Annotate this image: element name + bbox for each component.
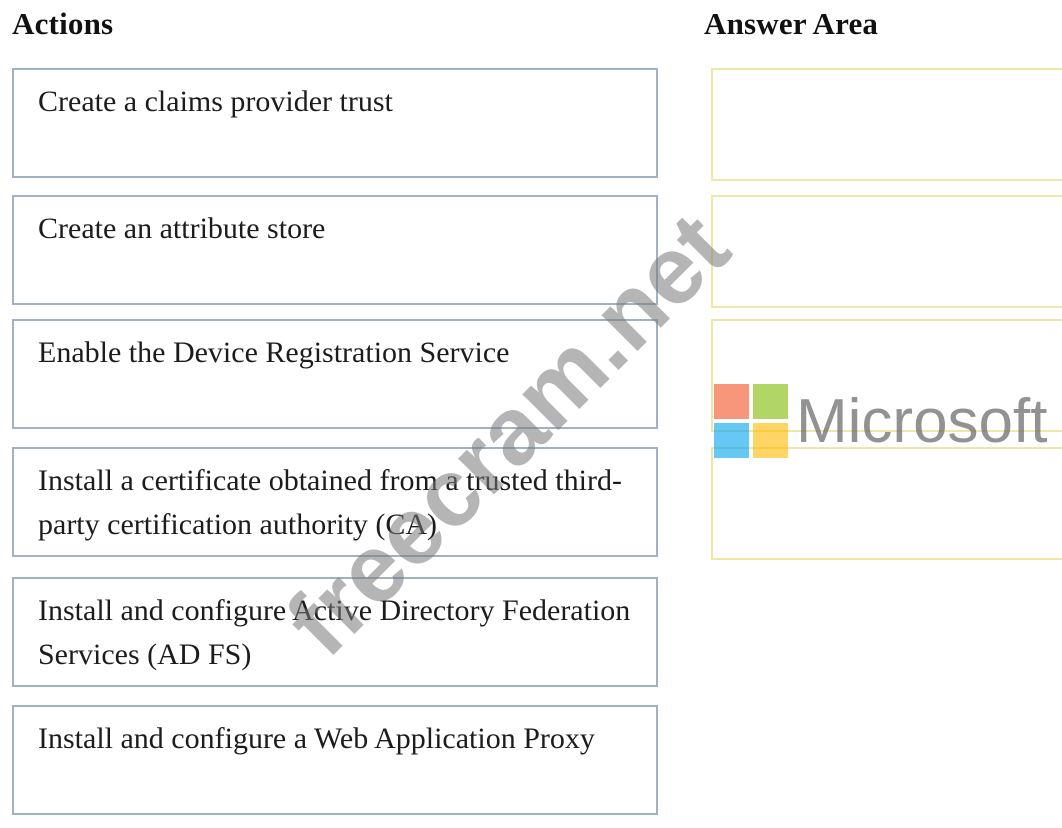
answer-slot-1[interactable] bbox=[711, 68, 1062, 181]
action-label: Create a claims provider trust bbox=[38, 85, 393, 118]
action-label: Install and configure Active Directory F… bbox=[38, 594, 631, 671]
actions-heading: Actions bbox=[12, 6, 114, 41]
action-create-claims-provider-trust[interactable]: Create a claims provider trust bbox=[12, 68, 658, 178]
answer-slot-3[interactable] bbox=[711, 319, 1062, 432]
answer-area-heading: Answer Area bbox=[704, 6, 879, 41]
action-install-web-application-proxy[interactable]: Install and configure a Web Application … bbox=[12, 705, 658, 815]
action-install-adfs[interactable]: Install and configure Active Directory F… bbox=[12, 577, 658, 687]
action-label: Enable the Device Registration Service bbox=[38, 336, 510, 369]
action-enable-device-registration-service[interactable]: Enable the Device Registration Service bbox=[12, 319, 658, 429]
action-create-attribute-store[interactable]: Create an attribute store bbox=[12, 195, 658, 305]
action-label: Install and configure a Web Application … bbox=[38, 722, 595, 755]
action-label: Create an attribute store bbox=[38, 212, 326, 245]
action-label: Install a certificate obtained from a tr… bbox=[38, 464, 622, 541]
answer-slot-4[interactable] bbox=[711, 447, 1062, 560]
answer-slot-2[interactable] bbox=[711, 195, 1062, 308]
action-install-certificate[interactable]: Install a certificate obtained from a tr… bbox=[12, 447, 658, 557]
